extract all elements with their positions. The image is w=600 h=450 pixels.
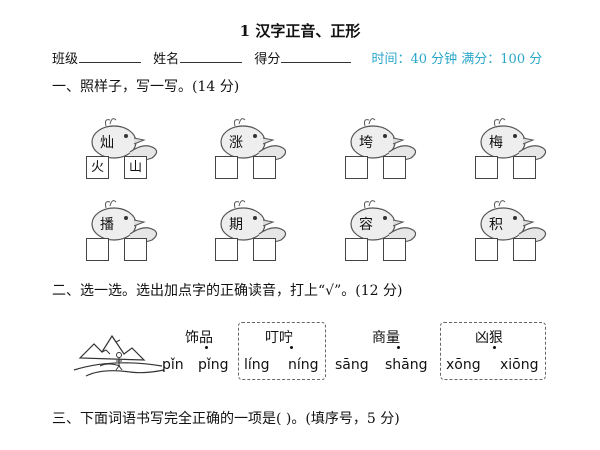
bird-item: 积 bbox=[475, 194, 557, 274]
emphasis-dot bbox=[397, 346, 400, 349]
pinyin-option[interactable]: sāng bbox=[335, 357, 369, 373]
character-label: 垮 bbox=[359, 135, 373, 151]
answer-box[interactable]: 山 bbox=[124, 156, 147, 179]
answer-box[interactable] bbox=[86, 238, 109, 261]
character-label: 梅 bbox=[489, 135, 503, 151]
score-label: 得分 bbox=[254, 52, 281, 67]
target-word: 凶狠 bbox=[475, 330, 503, 346]
character-label: 灿 bbox=[100, 135, 114, 151]
option-box-4 bbox=[440, 322, 546, 380]
bird-icon bbox=[220, 118, 287, 161]
answer-box[interactable] bbox=[345, 238, 368, 261]
bird-item: 播 bbox=[86, 194, 168, 274]
character-label: 播 bbox=[100, 217, 114, 233]
emphasis-dot bbox=[205, 346, 208, 349]
emphasis-dot bbox=[290, 346, 293, 349]
pinyin-option[interactable]: níng bbox=[288, 357, 319, 373]
target-word: 商量 bbox=[372, 330, 400, 346]
pinyin-option[interactable]: shāng bbox=[385, 357, 428, 373]
answer-box[interactable] bbox=[345, 156, 368, 179]
option-box-2 bbox=[238, 322, 326, 380]
answer-box[interactable] bbox=[124, 238, 147, 261]
bird-item: 涨 bbox=[215, 112, 297, 192]
answer-box[interactable] bbox=[383, 238, 406, 261]
class-label: 班级 bbox=[52, 52, 79, 67]
time-info: 时间：40 分钟 满分：100 分 bbox=[371, 52, 543, 67]
answer-box[interactable] bbox=[513, 156, 536, 179]
page-title: 1 汉字正音、正形 bbox=[239, 22, 361, 40]
pinyin-option[interactable]: pǐn bbox=[162, 357, 184, 373]
character-label: 积 bbox=[489, 217, 503, 233]
emphasis-dot bbox=[493, 346, 496, 349]
target-word: 叮咛 bbox=[265, 330, 293, 346]
character-label: 期 bbox=[229, 217, 243, 233]
section1-heading: 一、照样子，写一写。(14 分) bbox=[52, 79, 240, 95]
character-label: 容 bbox=[359, 217, 373, 233]
answer-box[interactable] bbox=[383, 156, 406, 179]
student-info-line: 班级 姓名 得分 时间：40 分钟 满分：100 分 bbox=[52, 48, 542, 67]
answer-box[interactable] bbox=[513, 238, 536, 261]
bird-item: 容 bbox=[345, 194, 427, 274]
pinyin-option[interactable]: pǐng bbox=[198, 357, 229, 373]
character-label: 涨 bbox=[229, 135, 243, 151]
name-blank[interactable] bbox=[180, 50, 243, 63]
target-word: 饰品 bbox=[185, 330, 213, 346]
answer-box[interactable] bbox=[253, 238, 276, 261]
bird-item: 灿火山 bbox=[86, 112, 168, 192]
score-blank[interactable] bbox=[281, 50, 352, 63]
class-blank[interactable] bbox=[79, 50, 142, 63]
answer-box[interactable] bbox=[215, 156, 238, 179]
landscape-illustration bbox=[73, 334, 165, 377]
answer-box[interactable]: 火 bbox=[86, 156, 109, 179]
name-label: 姓名 bbox=[153, 52, 180, 67]
bird-icon bbox=[480, 118, 547, 161]
pinyin-option[interactable]: xiōng bbox=[500, 357, 539, 373]
bird-item: 垮 bbox=[345, 112, 427, 192]
bird-icon bbox=[220, 200, 287, 243]
pinyin-option[interactable]: xōng bbox=[446, 357, 481, 373]
pinyin-option[interactable]: líng bbox=[244, 357, 270, 373]
bird-item: 期 bbox=[215, 194, 297, 274]
answer-box[interactable] bbox=[475, 238, 498, 261]
section2-heading: 二、选一选。选出加点字的正确读音，打上“√”。(12 分) bbox=[52, 283, 403, 299]
answer-box[interactable] bbox=[253, 156, 276, 179]
answer-box[interactable] bbox=[475, 156, 498, 179]
bird-item: 梅 bbox=[475, 112, 557, 192]
answer-box[interactable] bbox=[215, 238, 238, 261]
section3-heading: 三、下面词语书写完全正确的一项是( )。(填序号，5 分) bbox=[52, 411, 400, 427]
